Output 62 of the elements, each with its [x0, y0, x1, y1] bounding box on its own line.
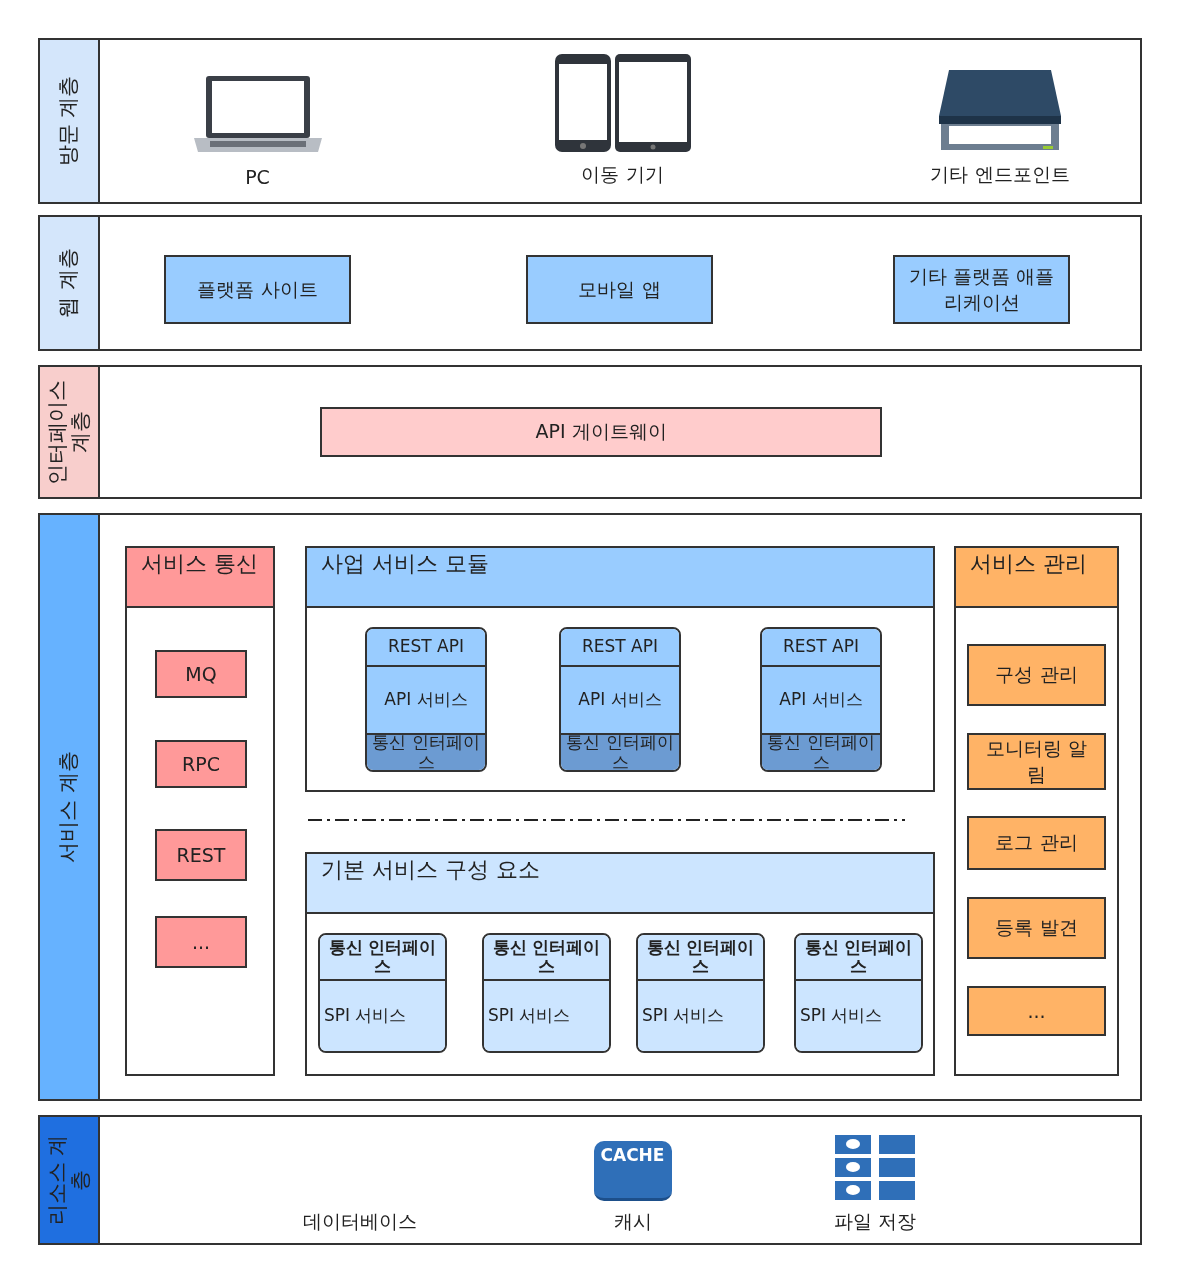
layer-title: 리소스 계층	[45, 1133, 93, 1228]
card-section: 통신 인터페이스	[796, 935, 921, 980]
module-panel	[954, 546, 1119, 1076]
layer-title: 방문 계층	[57, 74, 81, 169]
service-box: RPC	[155, 740, 247, 788]
card-section: SPI 서비스	[484, 979, 609, 1051]
node-label: 기타 엔드포인트	[930, 162, 1070, 187]
cache-tag: CACHE	[593, 1141, 672, 1201]
node-label: 파일 저장	[833, 1209, 916, 1234]
service-box: 모니터링 알림	[967, 733, 1106, 790]
service-card	[482, 933, 611, 1053]
card-section: 통신 인터페이스	[484, 935, 609, 980]
layer-panel	[38, 38, 1142, 204]
module-panel	[305, 546, 935, 792]
card-section: 통신 인터페이스	[762, 733, 880, 770]
service-card	[794, 933, 923, 1053]
service-box: 등록 발견	[967, 897, 1106, 959]
service-box: 구성 관리	[967, 644, 1106, 706]
layer-panel	[38, 513, 1142, 1101]
service-box: MQ	[155, 650, 247, 698]
card-section: 통신 인터페이스	[561, 733, 679, 770]
service-box: 기타 플랫폼 애플리케이션	[893, 255, 1070, 324]
node-label: PC	[245, 166, 270, 188]
module-panel	[125, 546, 275, 1076]
layer-title: 인터페이스 계층	[45, 378, 93, 487]
card-section: REST API	[367, 629, 485, 665]
card-section: API 서비스	[561, 665, 679, 733]
panel-title: 서비스 통신	[141, 550, 259, 578]
layer-panel	[38, 365, 1142, 499]
card-section: SPI 서비스	[320, 979, 445, 1051]
card-section: SPI 서비스	[796, 979, 921, 1051]
card-section: 통신 인터페이스	[367, 733, 485, 770]
node-label: 캐시	[613, 1209, 652, 1234]
card-section: API 서비스	[762, 665, 880, 733]
service-box: API 게이트웨이	[320, 407, 882, 457]
service-box: ...	[155, 916, 247, 968]
node-label: 데이터베이스	[303, 1209, 417, 1234]
layer-panel	[38, 1115, 1142, 1245]
card-section: REST API	[762, 629, 880, 665]
service-box: 모바일 앱	[526, 255, 713, 324]
panel-title: 기본 서비스 구성 요소	[321, 856, 541, 884]
card-section: SPI 서비스	[638, 979, 763, 1051]
layer-title: 서비스 계층	[57, 750, 81, 865]
layer-panel	[38, 215, 1142, 351]
card-section: 통신 인터페이스	[320, 935, 445, 980]
node-label: 이동 기기	[581, 162, 664, 187]
panel-title: 사업 서비스 모듈	[321, 550, 490, 578]
service-card	[760, 627, 882, 772]
card-section: API 서비스	[367, 665, 485, 733]
service-card	[559, 627, 681, 772]
service-box: 로그 관리	[967, 816, 1106, 870]
card-section: 통신 인터페이스	[638, 935, 763, 980]
service-box: 플랫폼 사이트	[164, 255, 351, 324]
service-box: REST	[155, 829, 247, 881]
service-card	[365, 627, 487, 772]
service-box: ...	[967, 986, 1106, 1036]
card-section: REST API	[561, 629, 679, 665]
service-card	[636, 933, 765, 1053]
panel-title: 서비스 관리	[970, 550, 1088, 578]
module-panel	[305, 852, 935, 1076]
layer-title: 웹 계층	[57, 247, 81, 320]
service-card	[318, 933, 447, 1053]
